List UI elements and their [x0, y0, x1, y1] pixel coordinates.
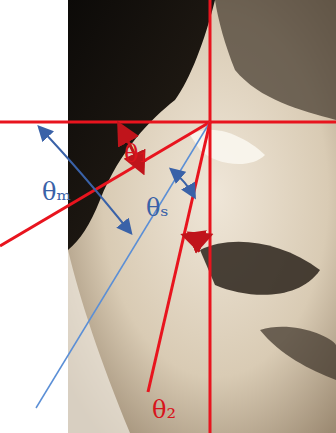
skin-area	[68, 0, 336, 433]
angle-label: θₘ	[42, 180, 71, 204]
angle-label: θₛ	[146, 196, 169, 220]
nostril-shadow	[200, 242, 320, 295]
angle-label: θ₁	[124, 142, 148, 166]
dark-background	[68, 0, 215, 250]
angle-label: θ₂	[152, 398, 176, 422]
